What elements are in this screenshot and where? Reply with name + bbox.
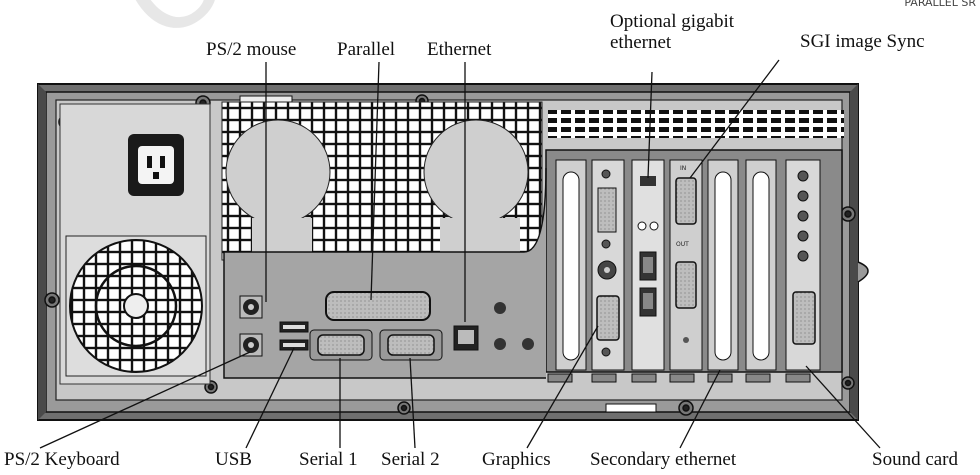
label-ethernet: Ethernet <box>427 40 491 61</box>
serial-1-port-icon <box>310 330 372 360</box>
label-ps2-keyboard: PS/2 Keyboard <box>4 450 120 471</box>
image-sync-card: IN OUT <box>670 160 702 370</box>
power-supply <box>60 104 210 384</box>
label-secondary-ethernet: Secondary ethernet <box>590 450 736 471</box>
label-parallel: Parallel <box>337 40 395 61</box>
corner-text: PARALLEL SR <box>904 0 976 9</box>
expansion-vents <box>548 110 844 138</box>
empty-slot-4 <box>746 160 776 370</box>
sound-card <box>786 160 820 370</box>
serial-2-port-icon <box>380 330 442 360</box>
label-usb: USB <box>215 450 252 471</box>
graphics-card <box>592 160 624 370</box>
label-sound-card: Sound card <box>872 450 958 471</box>
label-ps2-mouse: PS/2 mouse <box>206 40 296 61</box>
label-serial-1: Serial 1 <box>299 450 358 471</box>
ps2-mouse-port-icon <box>240 296 262 318</box>
card-in-label: IN <box>680 165 686 172</box>
empty-slot-secondary <box>708 160 738 370</box>
psu-fan-icon <box>66 236 206 376</box>
ps2-keyboard-port-icon <box>240 334 262 356</box>
parallel-port-icon <box>326 292 430 320</box>
label-graphics: Graphics <box>482 450 551 471</box>
empty-slot-1 <box>556 160 586 370</box>
case-fan-area <box>222 102 542 260</box>
card-out-label: OUT <box>676 241 689 248</box>
power-socket-icon <box>128 134 184 196</box>
label-optional-gigabit-ethernet: Optional gigabit ethernet <box>610 12 760 54</box>
label-serial-2: Serial 2 <box>381 450 440 471</box>
ethernet-port-icon <box>454 326 478 350</box>
gigabit-ethernet-card <box>632 160 664 370</box>
label-sgi-image-sync: SGI image Sync <box>800 32 925 53</box>
